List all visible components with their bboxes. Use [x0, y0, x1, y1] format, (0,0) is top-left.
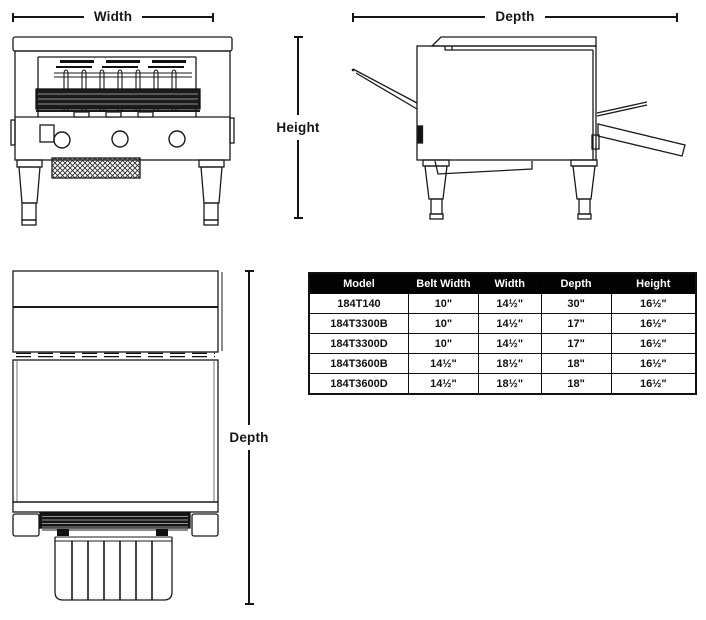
corner-block: [12, 513, 40, 537]
side-lid: [430, 36, 597, 47]
table-row: 184T3300B 10" 14½" 17" 16½": [308, 313, 697, 334]
dimension-line: [142, 16, 212, 18]
depth-dimension-label: Depth: [495, 9, 535, 25]
side-body: [416, 45, 597, 161]
discharge-rack: [54, 536, 173, 601]
dimension-line: [14, 16, 84, 18]
dimension-line: [297, 38, 299, 115]
vent-grate: [51, 157, 141, 179]
control-knob: [53, 131, 71, 149]
col-header-width: Width: [477, 272, 542, 294]
dimension-line: [354, 16, 486, 18]
front-legs: [16, 159, 225, 226]
col-header-height: Height: [610, 272, 697, 294]
side-handle: [10, 119, 16, 146]
dimension-line: [248, 272, 250, 425]
model-cell: 184T3600B: [308, 353, 409, 374]
side-view-drawing: [351, 36, 686, 220]
top-rear-panel: [12, 270, 219, 353]
height-dimension: Height: [268, 36, 328, 219]
front-view-drawing: [10, 36, 235, 226]
feed-ramp: [351, 68, 418, 110]
width-dimension: Width: [12, 10, 214, 24]
table-row: 184T140 10" 14½" 30" 16½": [308, 293, 697, 314]
height-dimension-label: Height: [276, 119, 320, 135]
crumb-tray: [434, 160, 533, 175]
front-lid: [12, 36, 233, 52]
dimension-tick: [293, 217, 303, 219]
depth-dimension-side: Depth: [352, 10, 678, 24]
dimension-tick: [352, 12, 354, 22]
dimension-tick: [676, 12, 678, 22]
dimension-line: [248, 450, 250, 603]
dimension-tick: [244, 603, 254, 605]
discharge-ramp: [591, 101, 686, 157]
wire-rack: [54, 69, 192, 111]
corner-block: [191, 513, 219, 537]
depth-dimension-label: Depth: [229, 429, 269, 445]
width-dimension-label: Width: [93, 9, 133, 25]
col-header-model: Model: [308, 272, 409, 294]
dimension-tick: [293, 36, 303, 38]
col-header-belt-width: Belt Width: [407, 272, 479, 294]
table-row: 184T3300D 10" 14½" 17" 16½": [308, 333, 697, 354]
dimension-line: [297, 140, 299, 217]
side-legs: [422, 159, 598, 220]
model-cell: 184T3300B: [308, 313, 409, 334]
dimension-tick: [244, 270, 254, 272]
control-knob: [168, 130, 186, 148]
spec-table: Model Belt Width Width Depth Height 184T…: [308, 272, 697, 395]
indicator-light: [39, 124, 55, 143]
col-header-depth: Depth: [540, 272, 612, 294]
power-switch: [416, 125, 424, 144]
model-cell: 184T3600D: [308, 373, 409, 395]
dimension-tick: [212, 12, 214, 22]
table-row: 184T3600D 14½" 18½" 18" 16½": [308, 373, 697, 395]
top-body: [12, 359, 219, 503]
heating-elements: [56, 60, 186, 68]
model-cell: 184T140: [308, 293, 409, 314]
model-cell: 184T3300D: [308, 333, 409, 354]
top-view-drawing: [12, 270, 223, 601]
dimension-tick: [12, 12, 14, 22]
conveyor-belt: [35, 88, 201, 112]
side-handle: [229, 117, 235, 144]
depth-dimension-top: Depth: [221, 270, 277, 605]
dimension-line: [544, 16, 676, 18]
spec-table-header: Model Belt Width Width Depth Height: [308, 272, 697, 294]
top-conveyor: [39, 512, 191, 536]
table-row: 184T3600B 14½" 18½" 18" 16½": [308, 353, 697, 374]
control-knob: [111, 130, 129, 148]
